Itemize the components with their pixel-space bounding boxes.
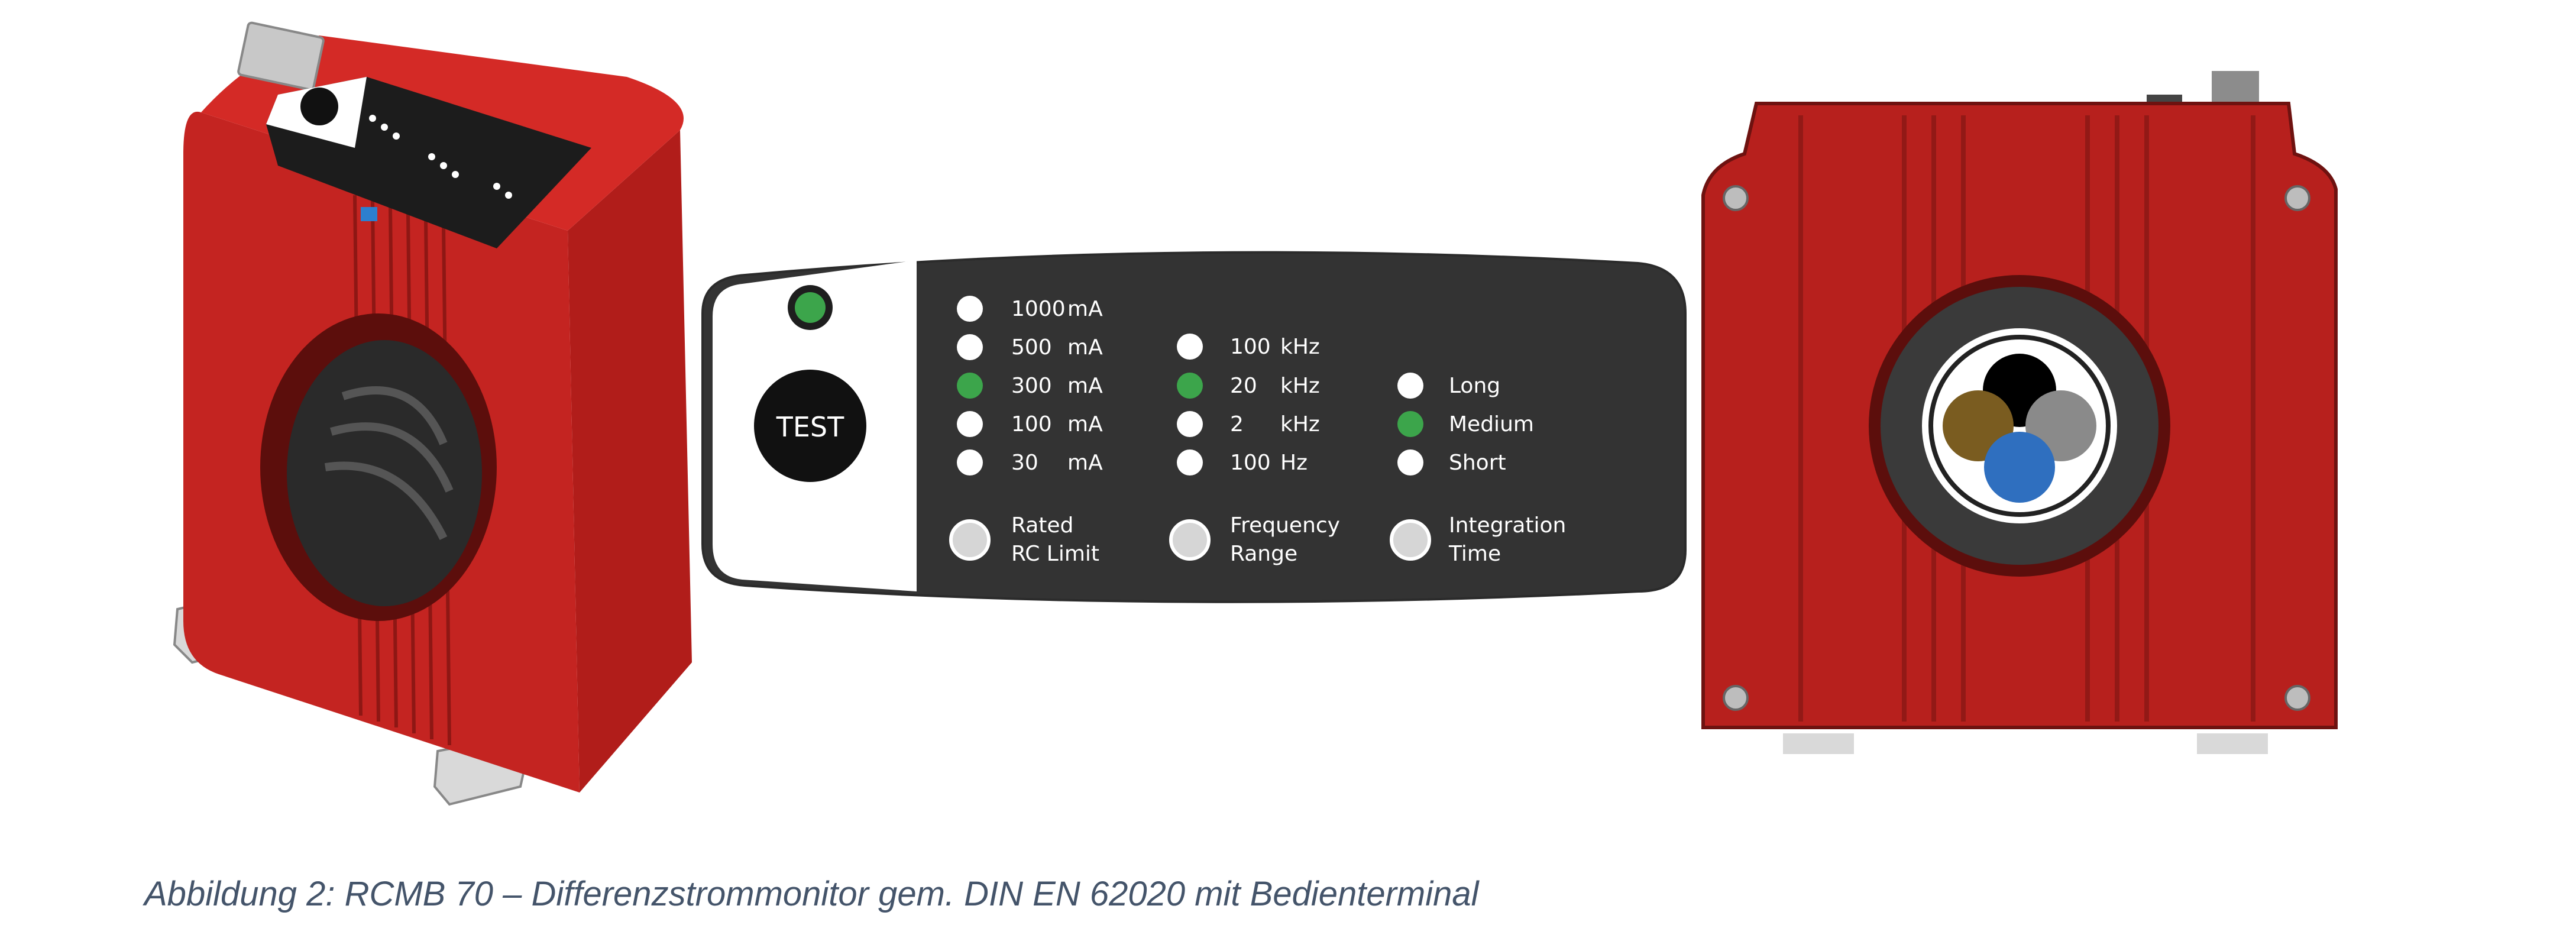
unit-label: mA (1067, 451, 1103, 475)
sensor-ring (1881, 287, 2158, 565)
integration-label: Short (1449, 451, 1506, 475)
frequency-range-label-line1: Frequency (1230, 513, 1340, 538)
integration-time-label-line1: Integration (1449, 513, 1566, 538)
integration-time-row: Short (1397, 449, 1506, 476)
integration-time-column: Long Medium Short Integration Time (1390, 373, 1566, 566)
value-label: 100 (1230, 451, 1271, 475)
led-medium (1397, 411, 1423, 437)
frequency-range-row: 100 Hz (1177, 449, 1308, 476)
integration-time-row: Medium (1397, 411, 1534, 437)
current-range-row: 1000 mA (957, 296, 1103, 322)
frequency-range-column: 100 kHz 20 kHz 2 kHz 100 Hz Frequency Ra… (1169, 334, 1340, 566)
conductor-blue (1984, 432, 2055, 503)
value-label: 1000 (1011, 297, 1066, 321)
unit-label: mA (1067, 297, 1103, 321)
led-1000-ma (957, 296, 983, 322)
current-range-row: 30 mA (957, 449, 1103, 476)
led-500-ma (957, 334, 983, 360)
unit-label: mA (1067, 335, 1103, 360)
unit-label: kHz (1280, 335, 1320, 359)
test-button-label: TEST (776, 411, 844, 443)
frequency-range-label-line2: Range (1230, 542, 1297, 566)
screw-icon (1723, 185, 1749, 211)
led-100-khz (1177, 334, 1203, 360)
sensor-inner-rings (324, 386, 454, 541)
screw-icon (2284, 185, 2310, 211)
rated-rc-limit-label-line1: Rated (1011, 513, 1073, 538)
led-30-ma (957, 449, 983, 476)
unit-label: mA (1067, 374, 1103, 398)
unit-label: mA (1067, 412, 1103, 436)
value-label: 100 (1230, 335, 1271, 359)
value-label: 100 (1011, 412, 1052, 436)
screw-icon (2284, 685, 2310, 711)
integration-time-row: Long (1397, 373, 1500, 399)
current-range-row: 500 mA (957, 334, 1103, 360)
value-label: 20 (1230, 374, 1257, 398)
connector-block (237, 21, 325, 91)
integration-label: Medium (1449, 412, 1534, 436)
led-20-khz (1177, 373, 1203, 399)
device-front-view (1701, 71, 2338, 754)
current-range-row: 300 mA (957, 373, 1103, 399)
top-test-button (300, 88, 338, 125)
integration-time-label-line2: Time (1448, 542, 1501, 566)
unit-label: kHz (1280, 412, 1320, 436)
led-300-ma (957, 373, 983, 399)
frequency-range-button[interactable] (1169, 519, 1211, 561)
status-led (795, 292, 826, 323)
frequency-range-row: 100 kHz (1177, 334, 1320, 360)
status-window (361, 207, 377, 221)
frequency-range-row: 2 kHz (1177, 411, 1320, 437)
led-100-ma (957, 411, 983, 437)
mounting-foot (1783, 733, 1854, 754)
device-isometric-view (173, 21, 692, 806)
housing-side (568, 130, 692, 793)
mounting-foot (2197, 733, 2268, 754)
integration-label: Long (1449, 374, 1500, 398)
figure-caption: Abbildung 2: RCMB 70 – Differenzstrommon… (144, 875, 1479, 913)
value-label: 30 (1011, 451, 1038, 475)
value-label: 300 (1011, 374, 1052, 398)
frequency-range-row: 20 kHz (1177, 373, 1320, 399)
housing-screws (1723, 185, 2310, 711)
operating-terminal-panel: TEST 1000 mA 500 mA 300 mA 100 mA 30 mA (701, 251, 1687, 603)
value-label: 500 (1011, 335, 1052, 360)
unit-label: kHz (1280, 374, 1320, 398)
led-short (1397, 449, 1423, 476)
top-terminal-leds (369, 115, 512, 199)
integration-time-button[interactable] (1390, 519, 1431, 561)
screw-icon (1723, 685, 1749, 711)
led-2-khz (1177, 411, 1203, 437)
value-label: 2 (1230, 412, 1244, 436)
current-range-column: 1000 mA 500 mA 300 mA 100 mA 30 mA Rated… (949, 296, 1103, 566)
current-range-row: 100 mA (957, 411, 1103, 437)
rated-rc-limit-label-line2: RC Limit (1011, 542, 1099, 566)
unit-label: Hz (1280, 451, 1308, 475)
rated-rc-limit-button[interactable] (949, 519, 991, 561)
led-long (1397, 373, 1423, 399)
test-button[interactable] (754, 370, 866, 482)
top-connector (2212, 71, 2259, 106)
led-100-hz (1177, 449, 1203, 476)
